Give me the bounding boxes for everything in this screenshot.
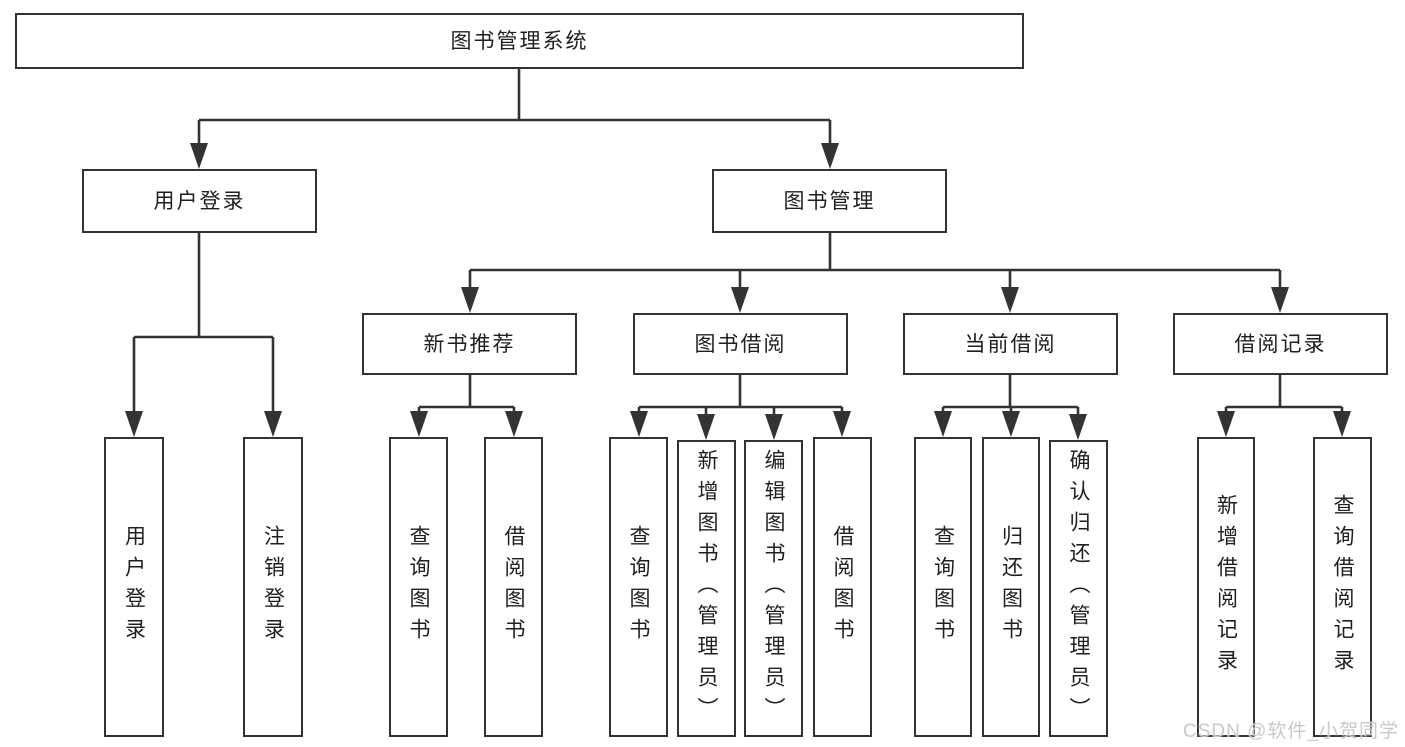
node-borrow-records: 借阅记录 bbox=[1173, 313, 1388, 375]
node-query-books-leaf: 查询图书 bbox=[914, 437, 972, 737]
node-label: 当前借阅 bbox=[964, 332, 1057, 356]
node-book-management-module: 图书管理 bbox=[712, 169, 947, 233]
node-add-books-admin-leaf: 新增图书（管理员） bbox=[677, 440, 736, 737]
node-label: 图书管理 bbox=[783, 189, 876, 213]
node-label: 图书借阅 bbox=[694, 332, 787, 356]
node-logout-leaf: 注销登录 bbox=[243, 437, 303, 737]
node-query-books-leaf: 查询图书 bbox=[389, 437, 448, 737]
node-current-borrow: 当前借阅 bbox=[903, 313, 1118, 375]
node-user-login-module: 用户登录 bbox=[82, 169, 317, 233]
node-label: 确认归还（管理员） bbox=[1067, 449, 1090, 728]
arrowhead-icons bbox=[125, 143, 1351, 440]
node-return-books-leaf: 归还图书 bbox=[982, 437, 1040, 737]
node-user-login-leaf: 用户登录 bbox=[104, 437, 164, 737]
node-label: 查询图书 bbox=[407, 525, 430, 649]
node-new-book-recommend: 新书推荐 bbox=[362, 313, 577, 375]
node-borrow-books-leaf: 借阅图书 bbox=[813, 437, 872, 737]
node-label: 查询图书 bbox=[931, 525, 955, 649]
node-add-borrow-record-leaf: 新增借阅记录 bbox=[1197, 437, 1255, 737]
node-label: 借阅图书 bbox=[831, 525, 854, 649]
node-label: 注销登录 bbox=[261, 525, 285, 649]
node-query-books-leaf: 查询图书 bbox=[609, 437, 668, 737]
node-label: 归还图书 bbox=[999, 525, 1023, 649]
csdn-watermark: CSDN @软件_小贺同学 bbox=[1183, 721, 1399, 742]
node-label: 查询图书 bbox=[627, 525, 650, 649]
node-label: 查询借阅记录 bbox=[1331, 494, 1354, 680]
node-root-label: 图书管理系统 bbox=[450, 29, 589, 53]
node-label: 借阅图书 bbox=[502, 525, 525, 649]
node-label: 编辑图书（管理员） bbox=[762, 449, 785, 728]
node-label: 新增图书（管理员） bbox=[695, 449, 718, 728]
node-book-borrow: 图书借阅 bbox=[633, 313, 848, 375]
node-edit-books-admin-leaf: 编辑图书（管理员） bbox=[744, 440, 803, 737]
node-query-borrow-record-leaf: 查询借阅记录 bbox=[1313, 437, 1372, 737]
node-label: 借阅记录 bbox=[1234, 332, 1327, 356]
node-borrow-books-leaf: 借阅图书 bbox=[484, 437, 543, 737]
node-confirm-return-admin-leaf: 确认归还（管理员） bbox=[1049, 440, 1108, 737]
node-label: 用户登录 bbox=[153, 189, 246, 213]
node-label: 新增借阅记录 bbox=[1214, 494, 1238, 680]
node-label: 新书推荐 bbox=[423, 332, 516, 356]
node-label: 用户登录 bbox=[122, 525, 146, 649]
node-root-system: 图书管理系统 bbox=[15, 13, 1024, 69]
